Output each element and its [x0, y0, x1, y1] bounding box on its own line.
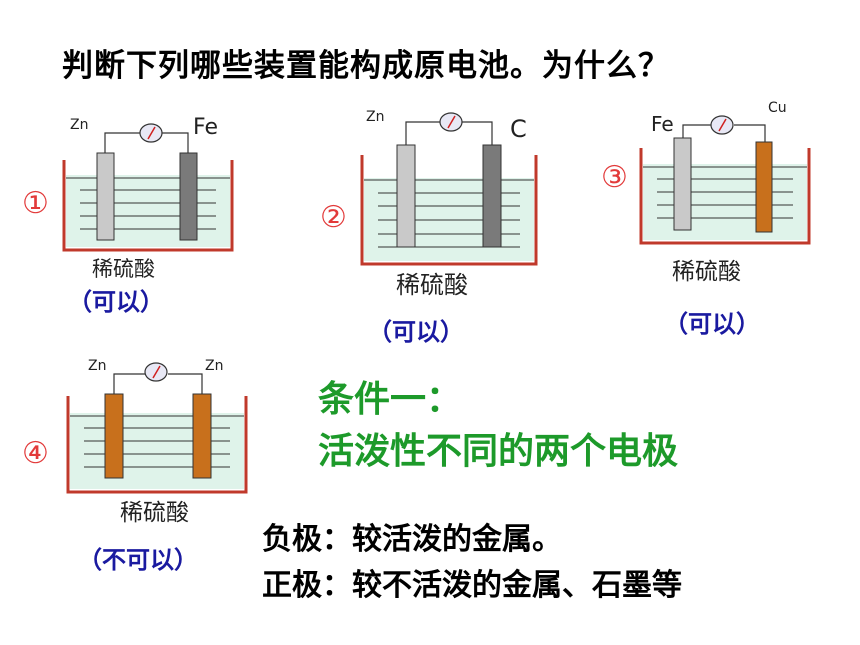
electrolyte-label: 稀硫酸: [120, 500, 189, 526]
left-electrode-label: Zn: [88, 358, 107, 374]
page-title: 判断下列哪些装置能构成原电池。为什么？: [62, 48, 670, 84]
setup-number: ④: [22, 436, 49, 471]
verdict-label: （可以）: [664, 310, 760, 338]
left-electrode-label: Zn: [366, 109, 385, 125]
left-electrode-label: Zn: [70, 117, 89, 133]
electrolyte-label: 稀硫酸: [92, 257, 155, 281]
verdict-label: （不可以）: [78, 546, 198, 574]
right-electrode-label: Fe: [193, 115, 218, 140]
setup-number: ②: [320, 200, 347, 235]
condition-heading: 条件一：: [318, 379, 463, 420]
electrolyte-label: 稀硫酸: [396, 271, 468, 299]
electrolyte-label: 稀硫酸: [672, 259, 741, 285]
verdict-label: （可以）: [368, 318, 464, 346]
verdict-label: （可以）: [68, 288, 164, 316]
setup-number: ③: [601, 160, 628, 195]
right-electrode-label: C: [510, 115, 527, 143]
setup-number: ①: [22, 186, 49, 221]
left-electrode-label: Fe: [651, 112, 674, 136]
negative-electrode-note: 负极：较活泼的金属。: [262, 522, 562, 557]
right-electrode-label: Cu: [768, 100, 787, 116]
right-electrode-label: Zn: [205, 358, 224, 374]
positive-electrode-note: 正极：较不活泼的金属、石墨等: [262, 568, 682, 603]
condition-text: 活泼性不同的两个电极: [318, 431, 679, 472]
